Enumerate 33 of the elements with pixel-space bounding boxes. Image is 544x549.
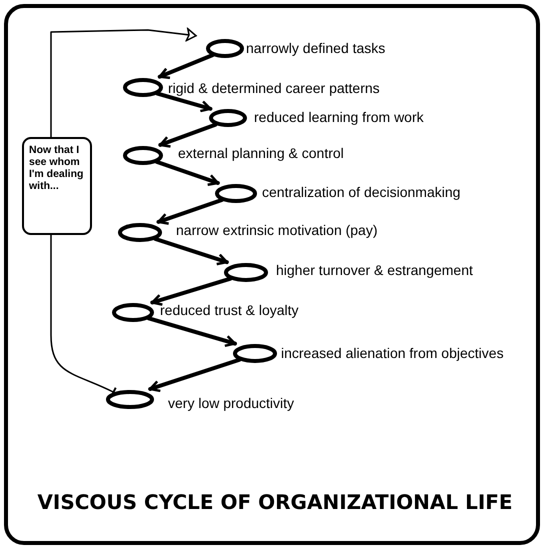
ellipse-node: [215, 184, 257, 202]
ellipse-node: [106, 390, 154, 408]
cause-label: external planning & control: [178, 145, 344, 161]
arrow: [146, 316, 237, 348]
arrow: [156, 198, 224, 225]
ellipse-node: [209, 109, 247, 127]
cause-label: narrowly defined tasks: [246, 40, 386, 56]
cause-label: reduced trust & loyalty: [160, 302, 299, 318]
cause-label: increased alienation from objectives: [281, 345, 504, 361]
ellipse-node: [112, 302, 154, 322]
arrow: [153, 236, 229, 266]
arrow: [50, 28, 197, 138]
arrow: [158, 122, 218, 148]
arrow: [154, 160, 220, 186]
speech-bubble: [22, 137, 92, 235]
arrow: [158, 53, 214, 80]
ellipse-node: [123, 78, 163, 96]
ellipse-node: [206, 38, 244, 58]
ellipse-node: [123, 146, 163, 164]
cause-label: very low productivity: [168, 395, 294, 411]
cause-label: reduced learning from work: [254, 109, 424, 125]
ellipse-node: [118, 222, 162, 242]
cause-label: rigid & determined career patterns: [168, 80, 380, 96]
cause-label: narrow extrinsic motivation (pay): [176, 222, 378, 238]
arrow: [150, 276, 232, 306]
ellipse-node: [233, 344, 277, 362]
cause-label: centralization of decisionmaking: [262, 184, 460, 200]
diagram-title: VISCOUS CYCLE OF ORGANIZATIONAL LIFE: [36, 490, 514, 514]
ellipse-node: [224, 262, 268, 282]
cause-label: higher turnover & estrangement: [276, 262, 473, 278]
speech-text: Now that I see whom I'm dealing with...: [29, 144, 84, 192]
arrow: [148, 358, 242, 392]
arrow: [155, 92, 212, 112]
